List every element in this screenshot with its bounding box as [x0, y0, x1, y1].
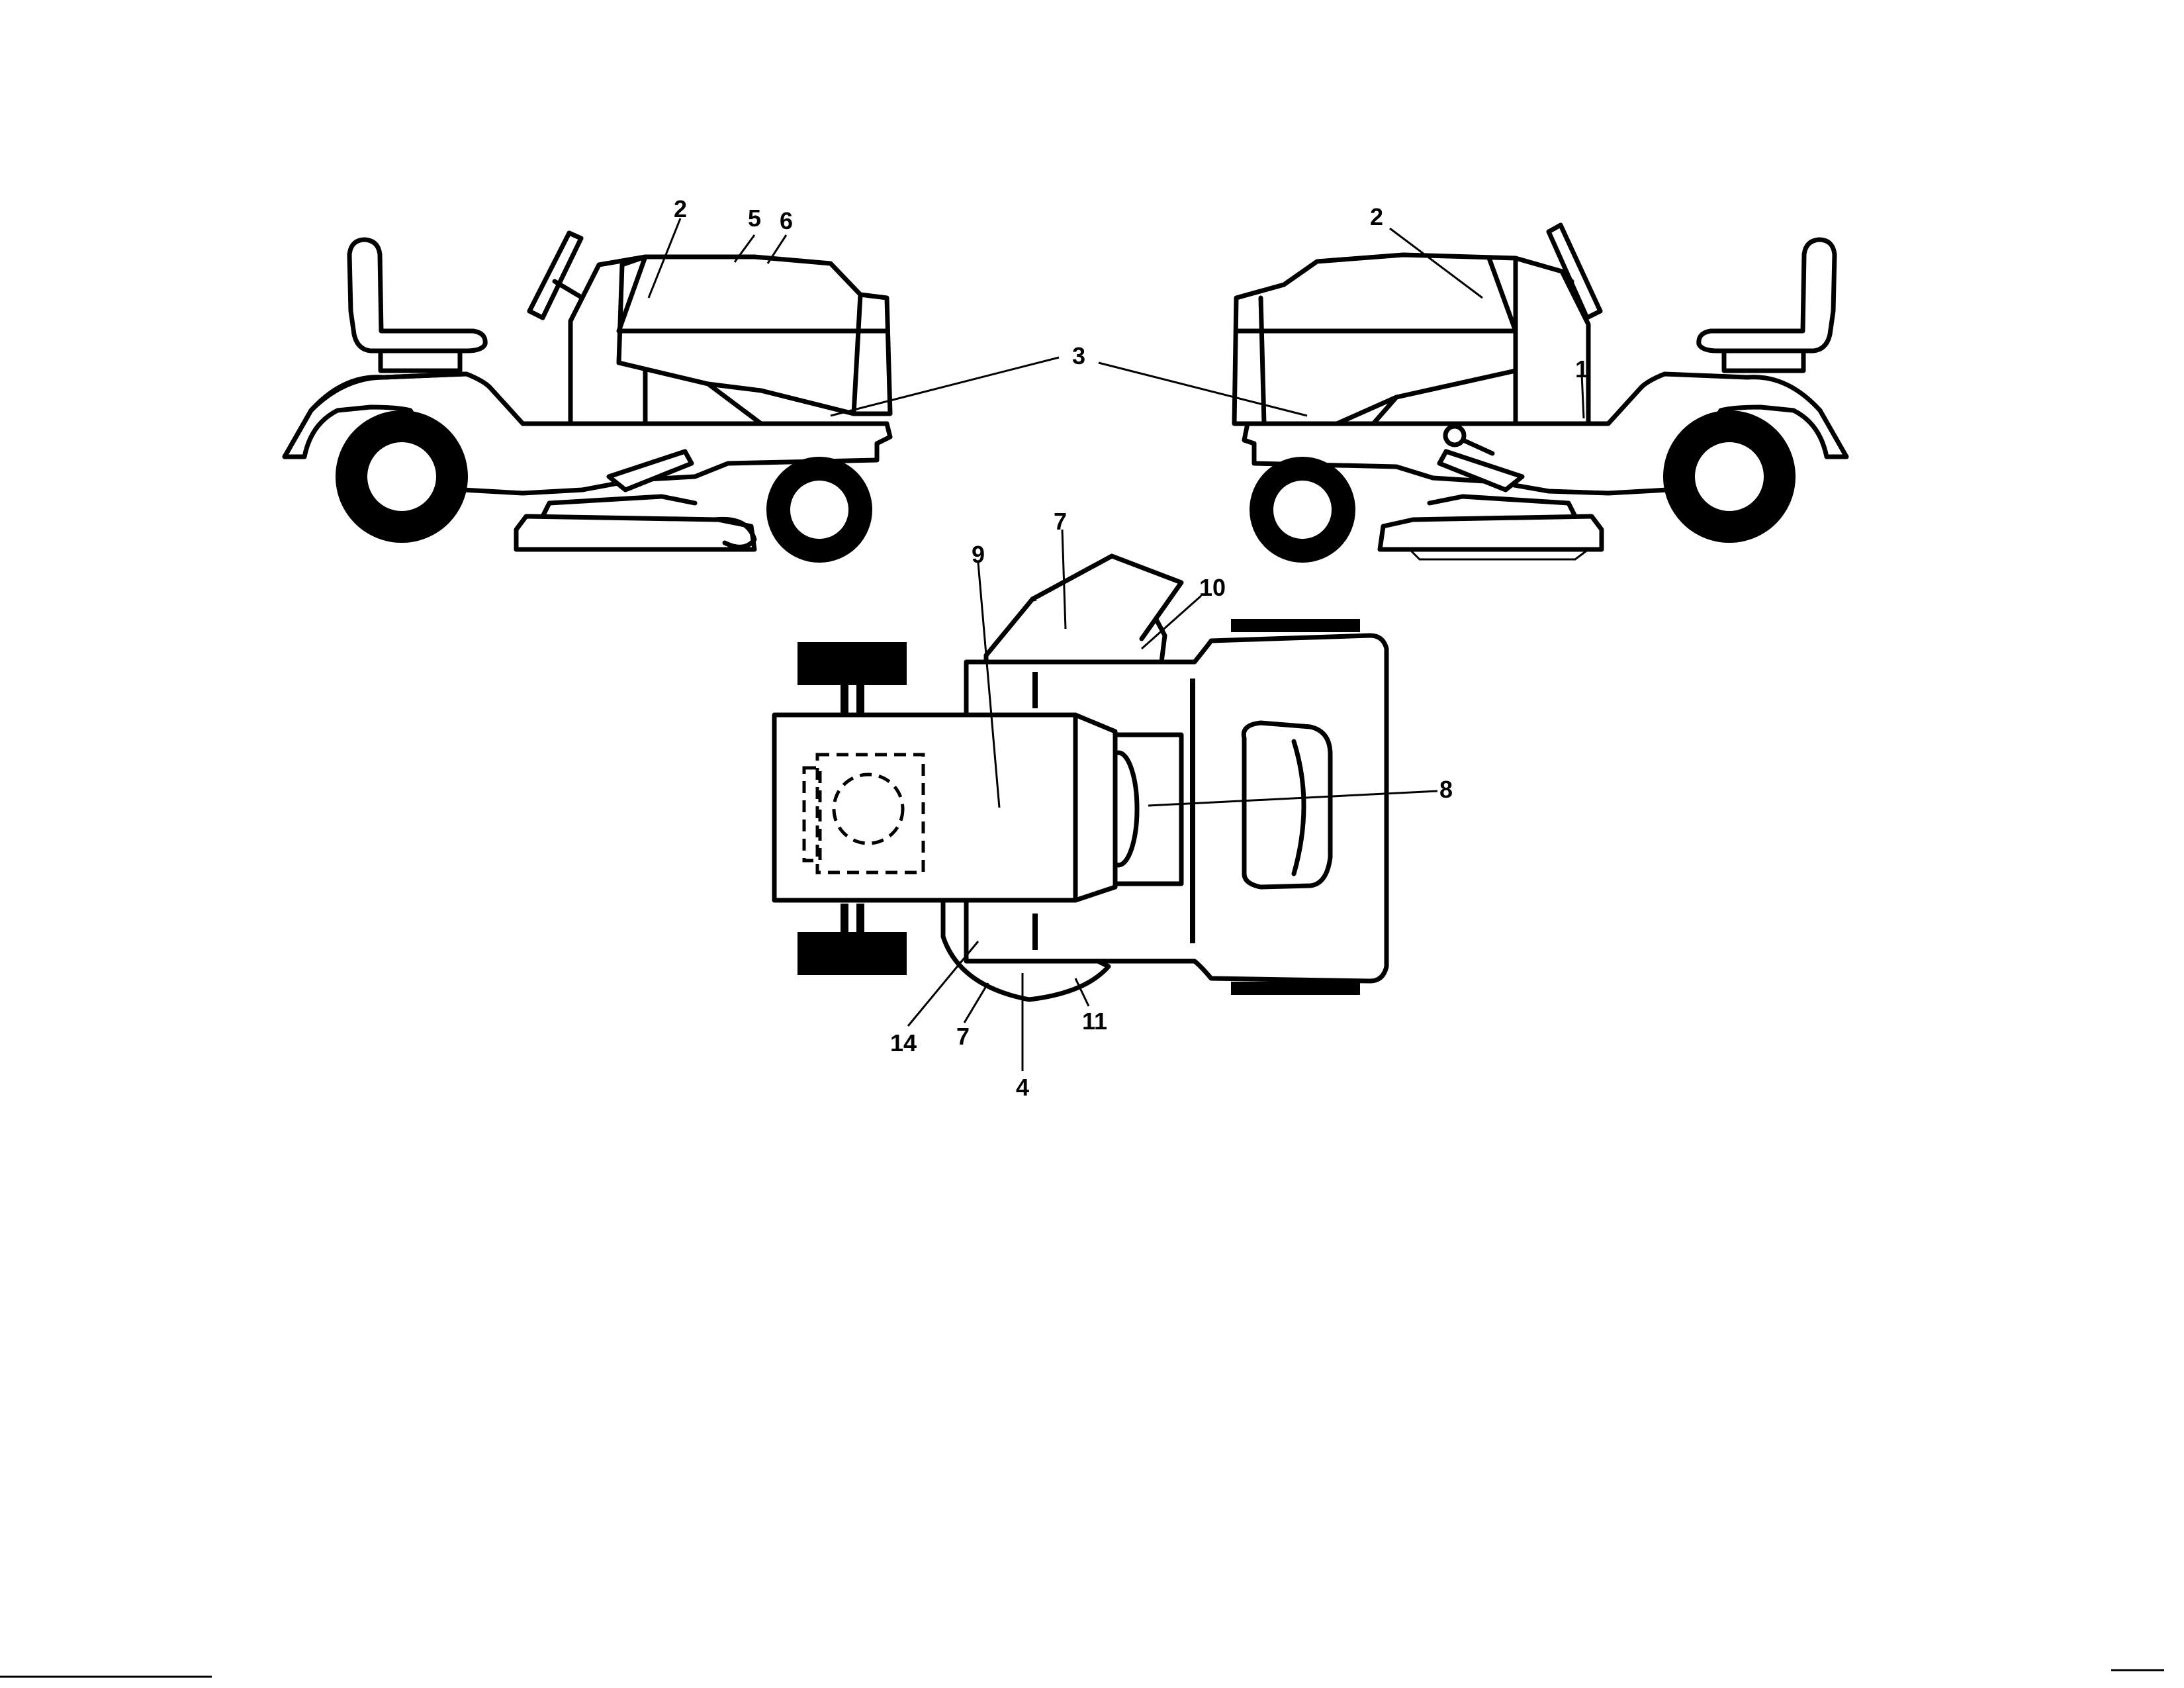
dash-right — [1513, 256, 1591, 426]
callout-7-top: 7 — [1054, 508, 1067, 535]
callout-3: 3 — [1072, 342, 1085, 369]
mower-deck-right — [1377, 514, 1604, 552]
tractor-top-view — [772, 553, 1389, 1002]
hood-right — [1232, 252, 1518, 426]
pedal-right — [1437, 449, 1525, 492]
steering-wheel-left — [527, 230, 572, 314]
callout-1: 1 — [1575, 355, 1588, 383]
seat-left — [347, 237, 488, 353]
rear-tire-top-upper — [1231, 619, 1360, 632]
engine-outline — [815, 753, 925, 874]
callout-8: 8 — [1439, 776, 1453, 803]
tractor-right-side-view — [1232, 222, 1849, 563]
steering-wheel-right — [1558, 222, 1603, 314]
mower-deck-left — [514, 514, 757, 552]
callout-6: 6 — [780, 207, 793, 234]
callout-2-right: 2 — [1370, 203, 1383, 230]
callout-9: 9 — [972, 541, 985, 568]
callout-2-left: 2 — [674, 195, 687, 222]
callout-11: 11 — [1082, 1008, 1107, 1035]
callout-5: 5 — [748, 205, 761, 232]
seat-base-right — [1721, 348, 1806, 373]
hood-left — [616, 254, 893, 416]
callout-10: 10 — [1199, 574, 1226, 601]
callout-4: 4 — [1016, 1074, 1029, 1101]
rear-tire-top-lower — [1231, 982, 1360, 995]
callout-7-bottom: 7 — [956, 1023, 970, 1050]
front-tire-top-upper — [797, 642, 907, 685]
seat-base-left — [378, 348, 463, 373]
front-tire-top-lower — [797, 932, 907, 975]
seat-right — [1696, 237, 1837, 353]
leader-lines — [647, 218, 1585, 1071]
tractor-left-side-view — [282, 230, 893, 563]
pedal-left — [606, 449, 694, 492]
callout-labels: 2 5 6 3 2 1 7 9 10 8 14 7 11 4 — [674, 195, 1588, 1101]
callout-14: 14 — [890, 1029, 917, 1056]
hood-top — [772, 712, 1118, 903]
seat-top — [1241, 720, 1333, 890]
